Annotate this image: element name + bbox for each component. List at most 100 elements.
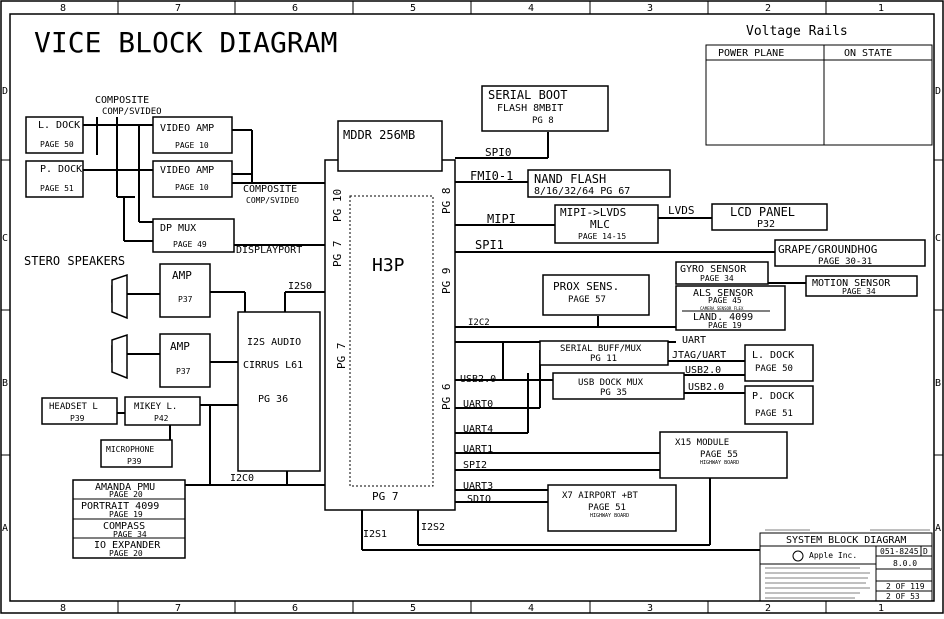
- col-label: 3: [647, 603, 653, 614]
- doc-revision: 8.0.0: [893, 559, 917, 568]
- als-sensor-block: ALS SENSOR PAGE 45 CAMERA SENSOR FLEX LA…: [675, 285, 786, 331]
- col-label: 5: [410, 3, 416, 14]
- sig-usb20b: USB2.0: [685, 365, 721, 376]
- sig-i2c2: I2C2: [468, 318, 490, 328]
- composite-top-label: COMPOSITE COMP/SVIDEO: [95, 95, 162, 117]
- svg-text:VIDEO AMP: VIDEO AMP: [160, 123, 214, 134]
- row-label: D: [2, 86, 8, 97]
- sig-sdio: SDIO: [467, 494, 491, 505]
- svg-text:COMP/SVIDEO: COMP/SVIDEO: [246, 196, 299, 205]
- inner-frame: [9, 13, 935, 602]
- pmu-io-expander: IO EXPANDER: [94, 540, 161, 551]
- row-label: C: [2, 233, 8, 244]
- soc-pg-right-top: PG 8: [440, 188, 453, 215]
- p-dock-left-block: P. DOCK PAGE 51: [25, 160, 84, 198]
- soc-pg-bottom: PG 7: [372, 490, 399, 503]
- svg-text:PG 36: PG 36: [258, 394, 288, 405]
- amp-2-block: AMP P37: [159, 333, 211, 388]
- col-label: 2: [765, 603, 771, 614]
- row-label: B: [2, 378, 8, 389]
- grape-block: GRAPE/GROUNDHOG PAGE 30-31: [774, 239, 926, 267]
- svg-text:MIKEY L.: MIKEY L.: [134, 402, 177, 412]
- sig-uart4: UART4: [463, 424, 493, 435]
- svg-text:LAND. 4099: LAND. 4099: [693, 312, 753, 323]
- company-name: Apple Inc.: [809, 551, 857, 560]
- svg-text:PAGE 51: PAGE 51: [755, 409, 793, 419]
- svg-text:ALS SENSOR: ALS SENSOR: [693, 288, 754, 299]
- microphone-block: MICROPHONE P39: [100, 439, 173, 468]
- row-label: B: [935, 378, 941, 389]
- svg-text:MLC: MLC: [590, 218, 610, 231]
- svg-text:PAGE 51: PAGE 51: [588, 503, 626, 513]
- svg-text:P39: P39: [70, 414, 85, 423]
- svg-text:HIGHWAY BOARD: HIGHWAY BOARD: [700, 460, 739, 466]
- composite-mid-label: COMPOSITE COMP/SVIDEO: [243, 184, 299, 205]
- sig-jtag: JTAG/UART: [672, 350, 726, 361]
- sig-spi2: SPI2: [463, 460, 487, 471]
- col-label: 7: [175, 603, 181, 614]
- soc-pg-right-mid: PG 9: [440, 268, 453, 295]
- voltage-rails-table: Voltage Rails POWER PLANE ON STATE: [705, 24, 933, 146]
- title-block-title: SYSTEM BLOCK DIAGRAM: [786, 535, 906, 546]
- mddr-block: MDDR 256MB: [337, 120, 443, 172]
- col-label: 3: [647, 3, 653, 14]
- l-dock-left-block: L. DOCK PAGE 50: [25, 116, 84, 154]
- row-label: C: [935, 233, 941, 244]
- pmu-stack: AMANDA PMU PAGE 20 PORTRAIT 4099 PAGE 19…: [72, 479, 186, 559]
- svg-text:L. DOCK: L. DOCK: [752, 350, 794, 361]
- row-label: A: [935, 523, 941, 534]
- row-label: D: [935, 86, 941, 97]
- svg-text:CIRRUS L61: CIRRUS L61: [243, 360, 303, 371]
- sig-uart3: UART3: [463, 481, 493, 492]
- svg-text:NAND FLASH: NAND FLASH: [534, 172, 606, 186]
- dp-mux-block: DP MUX PAGE 49: [152, 218, 235, 253]
- col-header-state: ON STATE: [844, 48, 892, 59]
- svg-text:PAGE 10: PAGE 10: [175, 183, 209, 192]
- sig-usb20c: USB2.0: [688, 382, 724, 393]
- svg-text:PAGE 45: PAGE 45: [708, 296, 742, 305]
- page-number: 2 OF 119: [886, 582, 925, 591]
- sig-usb20a: USB2.0: [460, 374, 496, 385]
- col-label: 1: [878, 603, 884, 614]
- sig-fmi: FMI0-1: [470, 169, 513, 183]
- sheet-number: 2 OF 53: [886, 592, 920, 601]
- pmu-compass: COMPASS: [103, 521, 145, 532]
- speaker-icon: [111, 333, 128, 380]
- video-amp-2-block: VIDEO AMP PAGE 10: [152, 160, 233, 198]
- svg-text:PAGE 20: PAGE 20: [109, 490, 143, 499]
- svg-text:AMP: AMP: [170, 340, 190, 353]
- svg-text:PAGE 55: PAGE 55: [700, 450, 738, 460]
- nand-flash-block: NAND FLASH 8/16/32/64 PG 67: [527, 169, 671, 198]
- svg-text:PAGE 34: PAGE 34: [113, 530, 147, 539]
- svg-text:COMPOSITE: COMPOSITE: [95, 95, 149, 106]
- l-dock-right-block: L. DOCK PAGE 50: [744, 344, 814, 382]
- svg-text:P37: P37: [178, 295, 193, 304]
- svg-text:P39: P39: [127, 457, 142, 466]
- pmu-amanda: AMANDA PMU: [95, 482, 155, 493]
- svg-text:PAGE 34: PAGE 34: [842, 287, 876, 296]
- video-amp-1-block: VIDEO AMP PAGE 10: [152, 116, 233, 154]
- sig-spi1: SPI1: [475, 238, 504, 252]
- col-label: 5: [410, 603, 416, 614]
- svg-text:8/16/32/64 PG 67: 8/16/32/64 PG 67: [534, 186, 630, 197]
- svg-text:HIGHWAY BOARD: HIGHWAY BOARD: [590, 513, 629, 519]
- svg-text:L. DOCK: L. DOCK: [38, 120, 80, 131]
- svg-text:MOTION SENSOR: MOTION SENSOR: [812, 278, 891, 289]
- sig-uart1: UART1: [463, 444, 493, 455]
- stereo-speakers-label: STERO SPEAKERS: [24, 254, 125, 268]
- sig-uart0: UART0: [463, 399, 493, 410]
- apple-logo-icon: [792, 550, 804, 562]
- svg-text:MIPI->LVDS: MIPI->LVDS: [560, 206, 626, 219]
- right-wires: [361, 132, 775, 551]
- motion-sensor-block: MOTION SENSOR PAGE 34: [805, 275, 918, 297]
- diagram-title: VICE BLOCK DIAGRAM: [34, 26, 337, 59]
- svg-text:PAGE 51: PAGE 51: [40, 184, 74, 193]
- col-label: 8: [60, 3, 66, 14]
- svg-text:CAMERA SENSOR FLEX: CAMERA SENSOR FLEX: [700, 306, 744, 311]
- sig-i2s2: I2S2: [421, 522, 445, 533]
- svg-text:USB DOCK MUX: USB DOCK MUX: [578, 378, 644, 388]
- svg-text:P37: P37: [176, 367, 191, 376]
- svg-text:AMP: AMP: [172, 269, 192, 282]
